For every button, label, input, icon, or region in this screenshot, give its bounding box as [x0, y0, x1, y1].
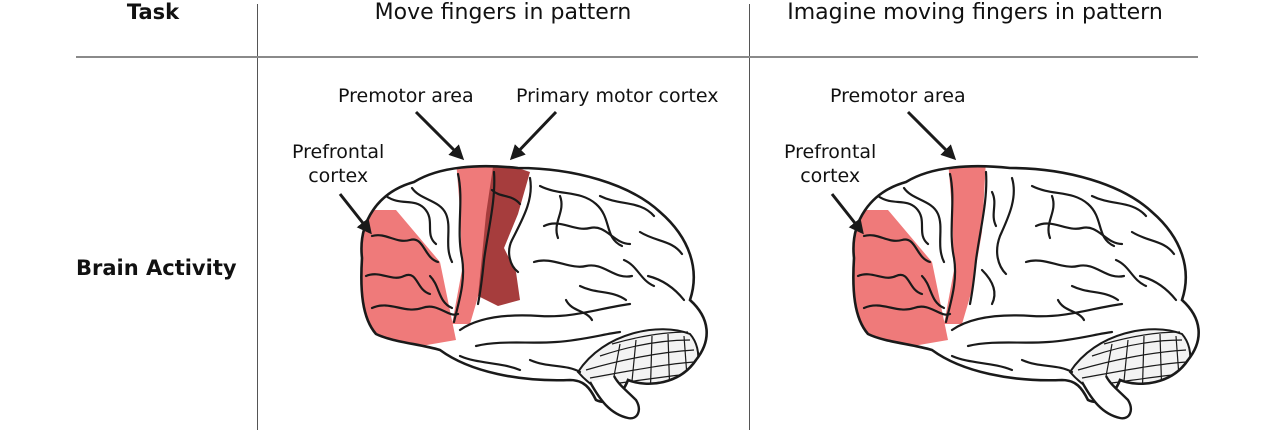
prefrontal-label-2: Prefrontal cortex: [784, 140, 876, 188]
column-divider-1: [257, 4, 258, 430]
premotor-area-label-2: Premotor area: [830, 85, 966, 107]
primary-motor-arrow: [509, 110, 558, 161]
primary-motor-region-1: [478, 166, 530, 306]
premotor-arrow-2: [906, 110, 957, 161]
prefrontal-arrow-1: [338, 193, 372, 235]
prefrontal-label-1-line2: cortex: [308, 165, 369, 187]
task-column-header: Task: [126, 0, 180, 24]
primary-motor-cortex-label: Primary motor cortex: [516, 85, 719, 107]
column-divider-2: [749, 4, 750, 430]
prefrontal-label-1: Prefrontal cortex: [292, 140, 384, 188]
prefrontal-label-2-line2: cortex: [800, 165, 861, 187]
prefrontal-label-2-line1: Prefrontal: [784, 141, 877, 163]
move-fingers-column-header: Move fingers in pattern: [374, 0, 632, 25]
premotor-arrow-1: [414, 110, 465, 161]
prefrontal-label-1-line1: Prefrontal: [292, 141, 385, 163]
brainstem-2: [1080, 375, 1132, 420]
header-divider: [76, 56, 1198, 58]
brain-2: [852, 164, 1200, 420]
prefrontal-arrow-2: [830, 193, 864, 235]
premotor-area-label-1: Premotor area: [338, 85, 474, 107]
brain-1: [360, 164, 708, 420]
imagine-fingers-column-header: Imagine moving fingers in pattern: [787, 0, 1163, 25]
brainstem-1: [588, 375, 640, 420]
brain-activity-row-label: Brain Activity: [76, 256, 237, 280]
